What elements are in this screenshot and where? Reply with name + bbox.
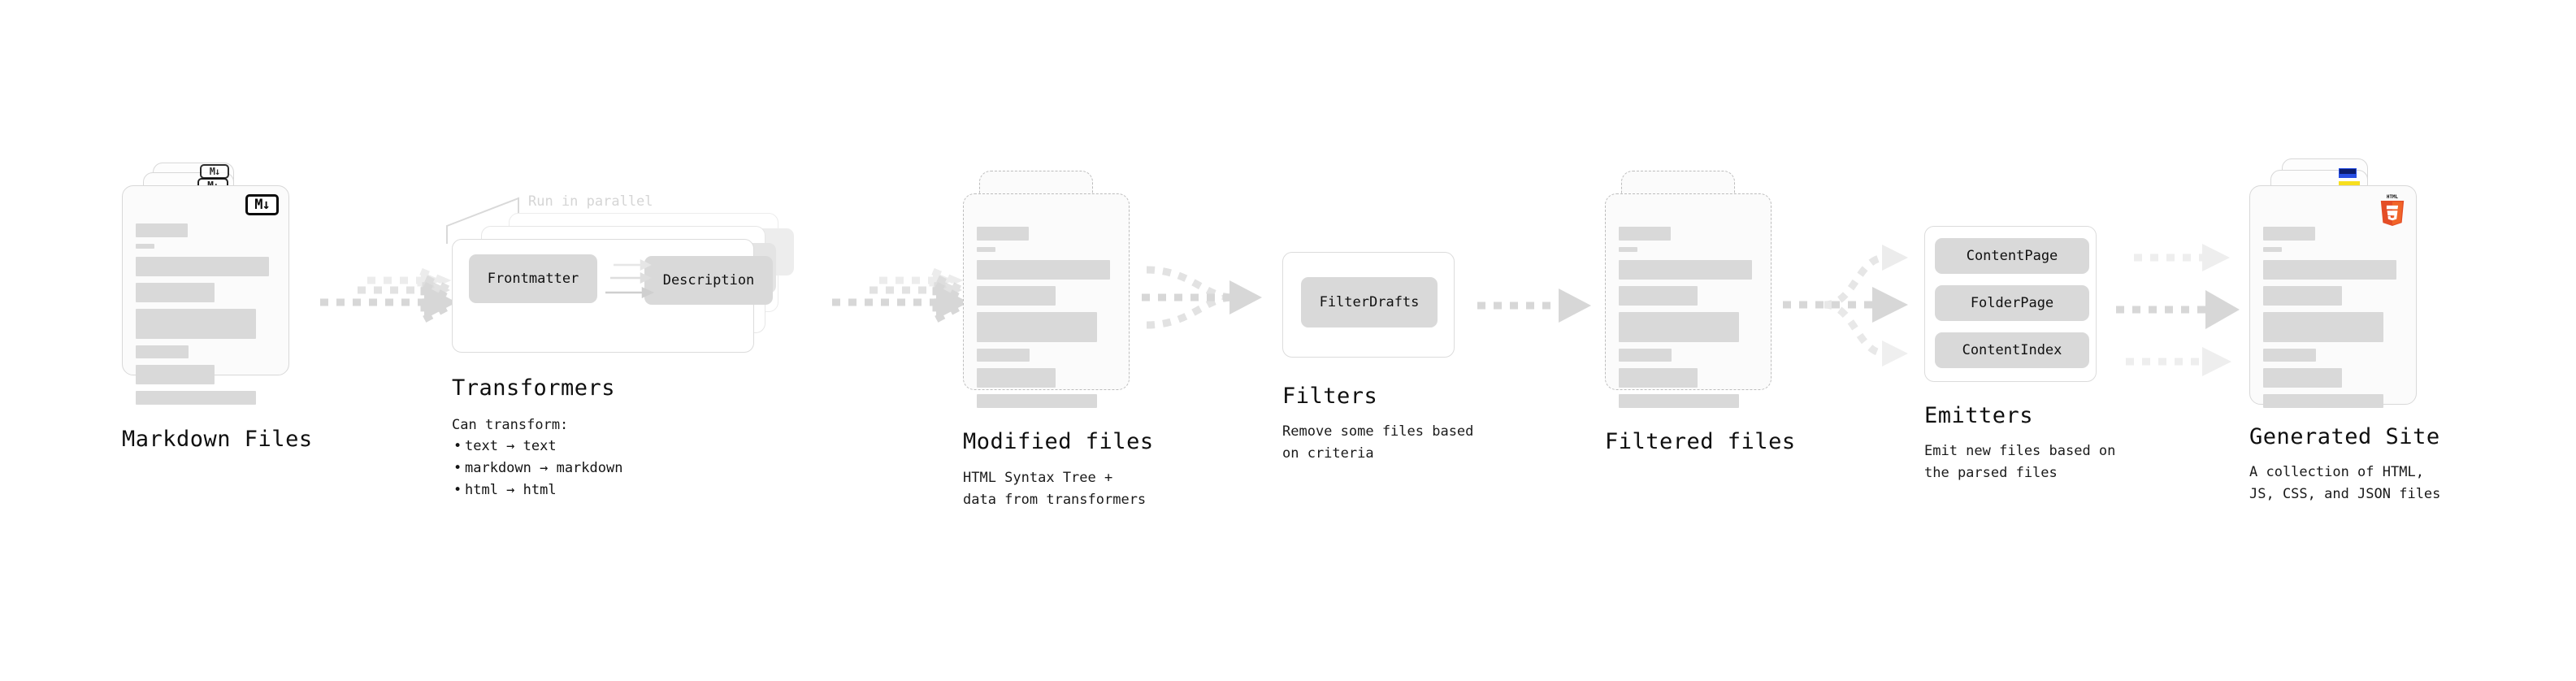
stage-label-modified-files: Modified files xyxy=(963,429,1154,454)
markdown-badge: M↓ xyxy=(245,194,279,215)
emitter-node-contentpage[interactable]: ContentPage xyxy=(1935,238,2089,274)
transformers-bullet-2: html → html xyxy=(452,479,622,501)
arrow-modified-to-filters xyxy=(1142,266,1262,329)
markdown-doc-front: M↓ xyxy=(122,185,289,405)
stage-desc-emitters: Emit new files based on the parsed files xyxy=(1924,443,2116,481)
emitter-node-contentindex[interactable]: ContentIndex xyxy=(1935,332,2089,368)
filtered-doc-content xyxy=(1619,227,1759,408)
stage-label-filtered-files: Filtered files xyxy=(1605,429,1796,454)
transformer-card-1[interactable]: Frontmatter Description xyxy=(452,239,773,353)
filtered-doc-front xyxy=(1605,193,1772,408)
modified-doc-front xyxy=(963,193,1130,408)
svg-text:HTML: HTML xyxy=(2387,195,2398,200)
site-doc-front: HTML xyxy=(2249,185,2417,408)
stage-desc-transformers: Can transform: xyxy=(452,417,569,433)
emitter-node-folderpage[interactable]: FolderPage xyxy=(1935,285,2089,321)
run-in-parallel-label: Run in parallel xyxy=(528,193,653,210)
emitters-card[interactable]: ContentPage FolderPage ContentIndex xyxy=(1924,226,2097,382)
transformer-node-description[interactable]: Description xyxy=(644,256,773,305)
stage-desc-generated-site: A collection of HTML, JS, CSS, and JSON … xyxy=(2249,464,2441,502)
markdown-doc-content xyxy=(136,223,277,405)
transformer-node-frontmatter[interactable]: Frontmatter xyxy=(469,254,597,303)
stage-label-generated-site: Generated Site xyxy=(2249,424,2440,449)
transformers-bullet-1: markdown → markdown xyxy=(452,458,622,479)
arrow-markdown-to-transformers xyxy=(320,266,465,326)
css3-badge xyxy=(2339,168,2357,178)
filters-card[interactable]: FilterDrafts xyxy=(1282,252,1455,358)
stage-desc-modified-files: HTML Syntax Tree + data from transformer… xyxy=(963,470,1147,508)
transformers-bullet-list: text → text markdown → markdown html → h… xyxy=(452,436,622,501)
stage-label-emitters: Emitters xyxy=(1924,403,2034,428)
transformer-inner-arrows xyxy=(605,258,655,298)
site-doc-content xyxy=(2263,227,2405,408)
arrow-filters-to-filtered xyxy=(1477,288,1591,323)
html5-badge: HTML xyxy=(2380,195,2405,226)
arrow-transformers-to-modified xyxy=(832,266,977,326)
markdown-badge-back-2: M↓ xyxy=(200,164,229,179)
filter-node-filterdrafts[interactable]: FilterDrafts xyxy=(1301,277,1438,327)
stage-label-transformers: Transformers xyxy=(452,375,616,401)
arrow-filtered-to-emitters xyxy=(1783,245,1908,367)
stage-desc-filters: Remove some files based on criteria xyxy=(1282,423,1474,462)
arrow-emitters-to-site xyxy=(2116,244,2240,376)
run-in-parallel-bracket xyxy=(446,197,519,244)
modified-doc-content xyxy=(977,227,1117,408)
stage-label-filters: Filters xyxy=(1282,384,1378,409)
stage-label-markdown-files: Markdown Files xyxy=(122,427,313,452)
transformers-bullet-0: text → text xyxy=(452,436,622,458)
